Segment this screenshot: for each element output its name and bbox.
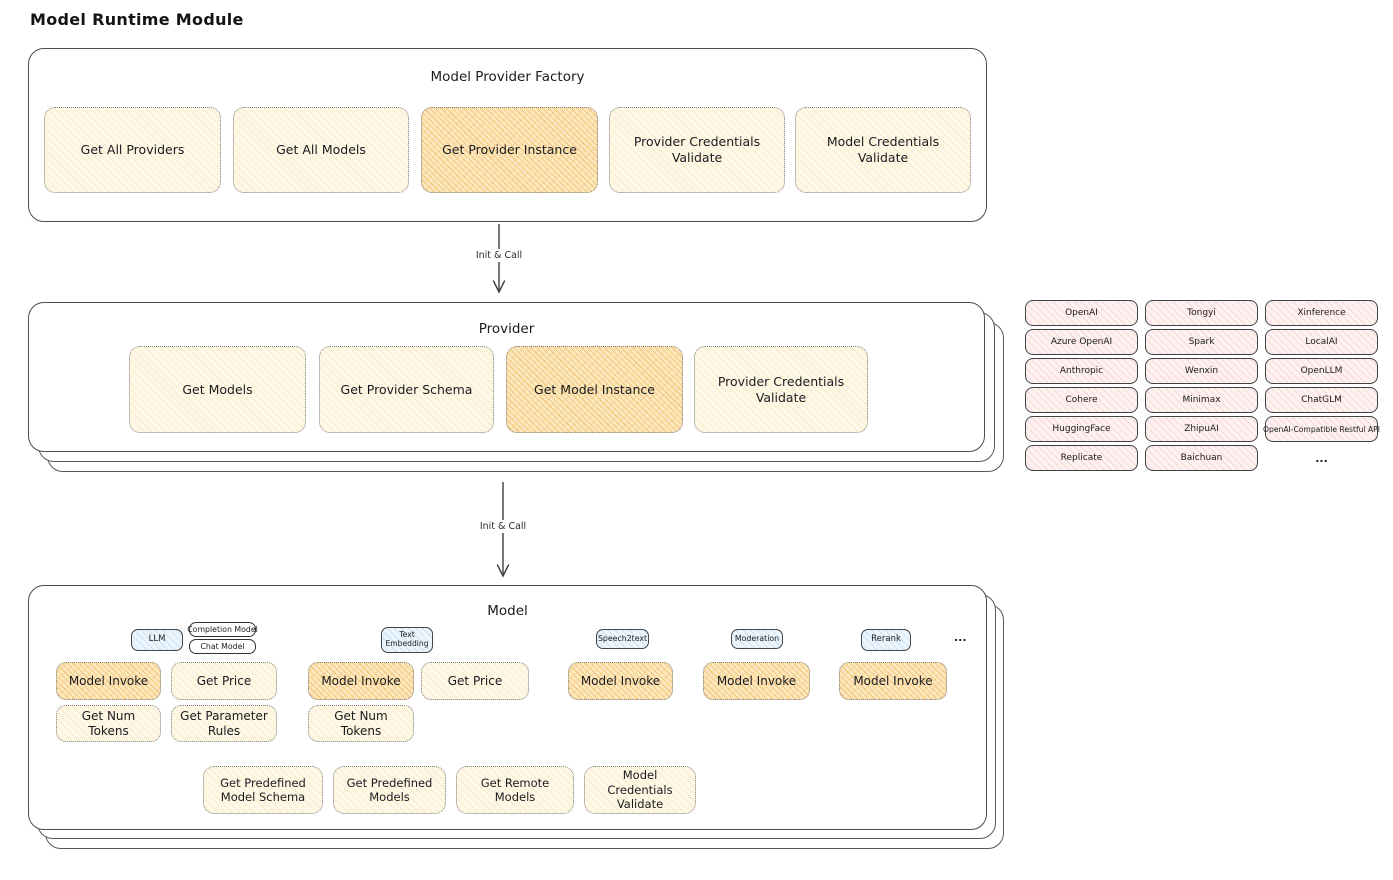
node-embedding-get-num-tokens: Get Num Tokens [308, 705, 414, 742]
node-rerank-model-invoke: Model Invoke [839, 662, 947, 700]
node-llm-model-invoke: Model Invoke [56, 662, 161, 700]
node-get-models: Get Models [129, 346, 306, 433]
provider-panel-title: Provider [478, 321, 535, 337]
model-panel-title: Model [487, 603, 528, 619]
node-get-all-providers: Get All Providers [44, 107, 221, 193]
tab-rerank: Rerank [861, 629, 911, 651]
provider-cell-openai-compatible: OpenAI-Compatible Restful API [1263, 416, 1380, 442]
provider-cell-tongyi: Tongyi [1145, 300, 1258, 326]
node-llm-get-num-tokens: Get Num Tokens [56, 705, 161, 742]
tab-text-embedding: Text Embedding [381, 627, 433, 653]
provider-cell-wenxin: Wenxin [1145, 358, 1258, 384]
provider-cell-spark: Spark [1145, 329, 1258, 355]
node-provider-credentials-validate: Provider Credentials Validate [609, 107, 785, 193]
provider-cell-zhipuai: ZhipuAI [1145, 416, 1258, 442]
init-call-label: Init & Call [455, 249, 543, 262]
node-llm-get-parameter-rules: Get Parameter Rules [171, 705, 277, 742]
node-moderation-model-invoke: Model Invoke [703, 662, 810, 700]
provider-cell-xinference: Xinference [1265, 300, 1378, 326]
provider-cell-anthropic: Anthropic [1025, 358, 1138, 384]
provider-cell-openllm: OpenLLM [1265, 358, 1378, 384]
init-call-label-2: Init & Call [459, 520, 547, 533]
provider-cell-azure-openai: Azure OpenAI [1025, 329, 1138, 355]
node-get-remote-models: Get Remote Models [456, 766, 574, 814]
node-get-model-instance: Get Model Instance [506, 346, 683, 433]
node-embedding-get-price: Get Price [421, 662, 529, 700]
node-provider-credentials-validate-2: Provider Credentials Validate [694, 346, 868, 433]
node-get-predefined-models: Get Predefined Models [333, 766, 446, 814]
provider-cell-replicate: Replicate [1025, 445, 1138, 471]
node-llm-get-price: Get Price [171, 662, 277, 700]
node-get-provider-schema: Get Provider Schema [319, 346, 494, 433]
node-model-credentials-validate: Model Credentials Validate [795, 107, 971, 193]
tab-speech2text: Speech2text [596, 629, 649, 649]
provider-list-grid: OpenAI Tongyi Xinference Azure OpenAI Sp… [1025, 300, 1380, 471]
node-get-all-models: Get All Models [233, 107, 409, 193]
tab-moderation: Moderation [731, 629, 783, 649]
page-title: Model Runtime Module [30, 10, 244, 29]
provider-cell-openai: OpenAI [1025, 300, 1138, 326]
provider-cell-localai: LocalAI [1265, 329, 1378, 355]
node-get-provider-instance: Get Provider Instance [421, 107, 598, 193]
factory-panel-title: Model Provider Factory [430, 69, 585, 85]
provider-cell-cohere: Cohere [1025, 387, 1138, 413]
model-panel: Model LLM Completion Model Chat Model Te… [28, 585, 987, 830]
provider-cell-minimax: Minimax [1145, 387, 1258, 413]
provider-cell-chatglm: ChatGLM [1265, 387, 1378, 413]
model-tabs-ellipsis: ... [954, 631, 967, 644]
provider-panel: Provider Get Models Get Provider Schema … [28, 302, 985, 452]
node-speech2text-model-invoke: Model Invoke [568, 662, 673, 700]
node-embedding-model-invoke: Model Invoke [308, 662, 414, 700]
node-chat-model: Chat Model [189, 639, 256, 654]
provider-list-ellipsis: ... [1315, 451, 1328, 465]
node-model-credentials-validate-2: Model Credentials Validate [584, 766, 696, 814]
node-completion-model: Completion Model [187, 622, 258, 637]
tab-llm: LLM [131, 629, 183, 651]
node-get-predefined-model-schema: Get Predefined Model Schema [203, 766, 323, 814]
provider-cell-baichuan: Baichuan [1145, 445, 1258, 471]
model-provider-factory-panel: Model Provider Factory Get All Providers… [28, 48, 987, 222]
provider-cell-huggingface: HuggingFace [1025, 416, 1138, 442]
